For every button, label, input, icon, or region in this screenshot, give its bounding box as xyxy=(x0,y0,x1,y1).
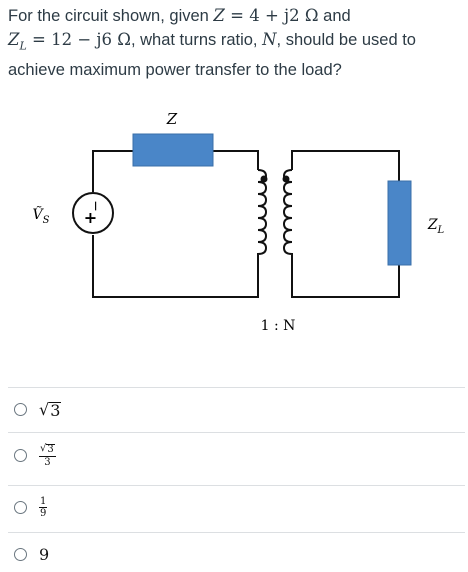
radio-button[interactable] xyxy=(14,501,27,514)
answer-option-4[interactable]: 9 xyxy=(14,545,49,564)
question-part: and xyxy=(318,7,351,25)
question-part: For the circuit shown, given xyxy=(8,7,214,25)
z-symbol: Z xyxy=(213,6,225,25)
z-label: Z xyxy=(166,110,178,128)
circuit-diagram: Z + − ṼS ZL 1 : N xyxy=(33,110,445,334)
zl-value: = 12 − j6 Ω xyxy=(26,30,131,49)
answer-label: √3 xyxy=(39,400,62,420)
zl-load-box xyxy=(387,180,412,266)
divider xyxy=(8,532,465,533)
answer-label: 9 xyxy=(39,545,50,564)
voltage-source-icon xyxy=(72,192,114,234)
divider xyxy=(8,432,465,433)
turns-ratio-label: 1 : N xyxy=(261,318,296,334)
primary-dot-icon xyxy=(260,175,268,183)
radio-button[interactable] xyxy=(14,403,27,417)
radio-button[interactable] xyxy=(14,548,27,561)
svg-text:−: − xyxy=(88,200,104,212)
n-symbol: N xyxy=(262,30,277,49)
vs-label: ṼS xyxy=(33,205,50,226)
primary-coil-icon xyxy=(257,169,268,255)
divider xyxy=(8,485,465,486)
right-loop-wires xyxy=(291,150,400,298)
question-text: For the circuit shown, given Z = 4 + j2 … xyxy=(8,4,464,82)
svg-text:+: + xyxy=(81,211,100,224)
source-polarity: + − xyxy=(81,200,105,225)
radio-button[interactable] xyxy=(14,448,27,462)
z-value: = 4 + j2 Ω xyxy=(224,6,319,25)
zl-subscript: L xyxy=(19,39,27,53)
zl-label: ZL xyxy=(427,217,445,236)
z-impedance-box xyxy=(132,133,214,167)
secondary-dot-icon xyxy=(282,175,290,183)
left-loop-wires xyxy=(92,150,259,298)
answer-option-1[interactable]: √3 xyxy=(14,400,62,420)
divider xyxy=(8,387,465,388)
secondary-coil-icon xyxy=(282,169,293,255)
question-part: , should be used to achieve maximum powe… xyxy=(8,31,416,80)
zl-symbol: Z xyxy=(8,30,20,49)
question-part: , what turns ratio, xyxy=(130,31,263,49)
